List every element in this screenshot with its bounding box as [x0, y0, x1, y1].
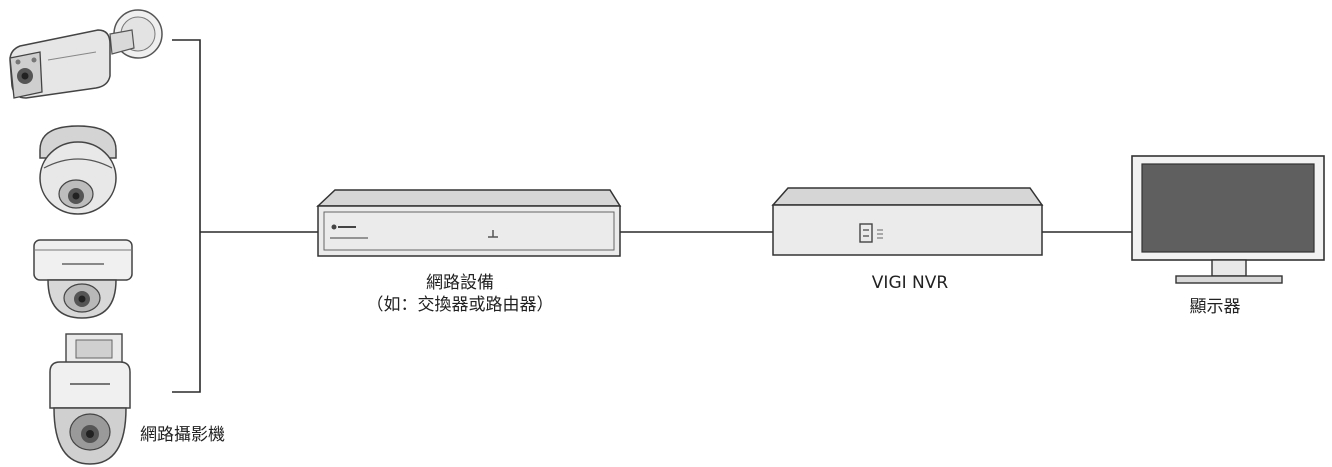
- camera-bracket: [172, 39, 201, 393]
- nvr-label: VIGI NVR: [871, 273, 949, 293]
- nvr-device: [771, 187, 1044, 256]
- network-switch: [316, 189, 622, 257]
- network-device-label: 網路設備: [426, 273, 494, 293]
- cameras-label: 網路攝影機: [140, 425, 225, 445]
- monitor-label: 顯示器: [1189, 297, 1241, 317]
- connection-lines: [172, 39, 1132, 393]
- ptz-camera: [49, 333, 131, 465]
- monitor: [1131, 155, 1325, 284]
- network-device-label-group: 網路設備 （如：交換器或路由器）: [330, 272, 590, 316]
- network-device-sublabel: （如：交換器或路由器）: [366, 295, 554, 315]
- dome-camera: [33, 239, 133, 319]
- bullet-camera: [9, 9, 163, 99]
- turret-camera: [39, 125, 117, 215]
